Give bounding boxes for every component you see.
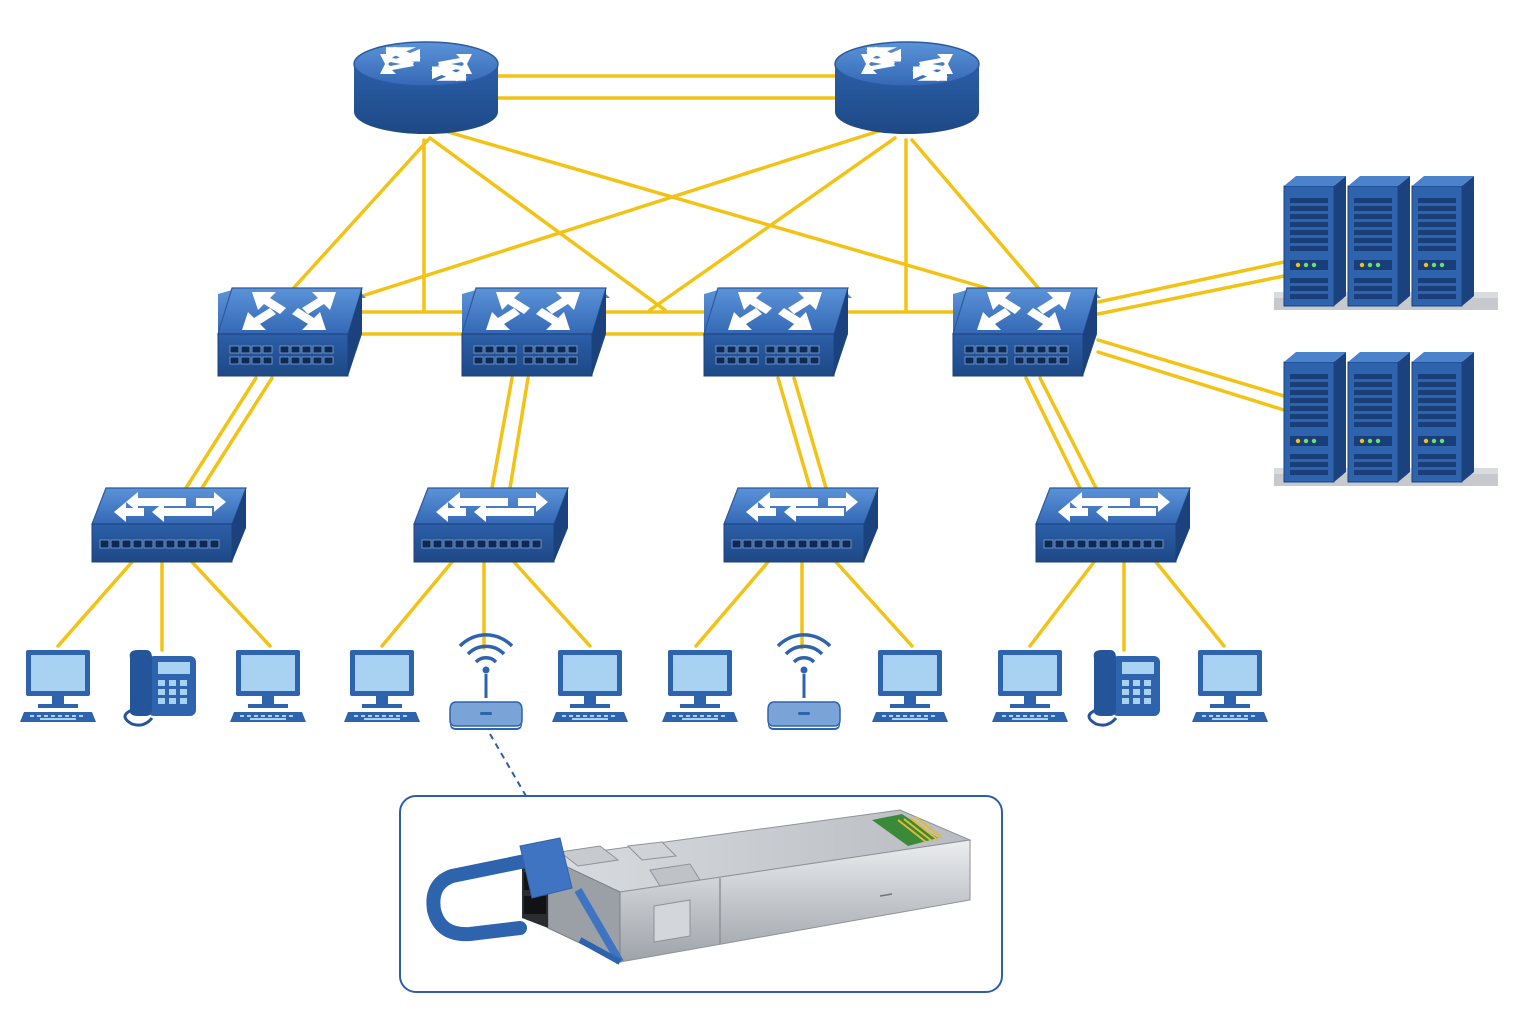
- server-rack-icon: [1274, 176, 1498, 310]
- multilayer-switch-icon: [215, 287, 376, 377]
- switch-icon: [723, 487, 879, 563]
- link-access-endpoint: [1154, 560, 1226, 648]
- server-rack-1[interactable]: [1274, 176, 1498, 310]
- callout-leader-line: [489, 733, 527, 797]
- link-access-endpoint: [190, 560, 272, 648]
- l3-switch-4[interactable]: [950, 287, 1111, 377]
- endpoint-pc-1[interactable]: [20, 650, 96, 722]
- endpoint-pc-8[interactable]: [1192, 650, 1268, 722]
- switch-icon: [1035, 487, 1191, 563]
- multilayer-switch-icon: [459, 287, 620, 377]
- endpoint-pc-6[interactable]: [872, 650, 948, 722]
- access-switch-4[interactable]: [1035, 487, 1191, 563]
- link-router-distribution: [360, 128, 884, 298]
- link-distribution-access: [508, 376, 530, 490]
- access-switch-2[interactable]: [413, 487, 569, 563]
- switch-icon: [91, 487, 247, 563]
- ip-phone-icon: [1087, 648, 1162, 727]
- link-access-endpoint: [1028, 560, 1096, 648]
- link-distribution-access: [1038, 376, 1098, 490]
- link-distribution-access: [792, 376, 828, 490]
- endpoint-pc-7[interactable]: [992, 650, 1068, 722]
- computer-icon: [1192, 650, 1268, 722]
- link-distribution-servers: [1096, 260, 1286, 304]
- link-distribution-access: [490, 376, 514, 490]
- link-router-distribution: [910, 138, 1042, 292]
- computer-icon: [230, 650, 306, 722]
- link-access-endpoint: [380, 560, 454, 648]
- ip-phone-icon: [123, 648, 198, 727]
- access-switch-3[interactable]: [723, 487, 879, 563]
- endpoint-ap-2[interactable]: [766, 633, 842, 732]
- computer-icon: [552, 650, 628, 722]
- computer-icon: [992, 650, 1068, 722]
- l3-switch-1[interactable]: [215, 287, 376, 377]
- endpoint-phone-2[interactable]: [1087, 648, 1162, 727]
- computer-icon: [344, 650, 420, 722]
- link-distribution-access: [1024, 376, 1082, 490]
- router-icon: [353, 41, 499, 135]
- link-access-endpoint: [834, 560, 914, 648]
- link-distribution-servers: [1096, 350, 1286, 412]
- link-router-distribution: [428, 136, 667, 312]
- link-access-endpoint: [512, 560, 592, 648]
- endpoint-pc-3[interactable]: [344, 650, 420, 722]
- wireless-access-point-icon: [766, 633, 842, 732]
- l3-switch-3[interactable]: [701, 287, 862, 377]
- sfp-transceiver-icon: [426, 809, 972, 965]
- endpoint-pc-2[interactable]: [230, 650, 306, 722]
- endpoint-pc-4[interactable]: [552, 650, 628, 722]
- access-switch-1[interactable]: [91, 487, 247, 563]
- link-distribution-access: [200, 376, 274, 490]
- link-router-distribution: [648, 136, 897, 312]
- l3-switch-2[interactable]: [459, 287, 620, 377]
- link-distribution-access: [184, 376, 258, 490]
- router-2[interactable]: [834, 41, 980, 135]
- computer-icon: [20, 650, 96, 722]
- server-rack-2[interactable]: [1274, 352, 1498, 486]
- sfp-transceiver-callout[interactable]: [399, 795, 1003, 993]
- link-router-distribution: [446, 130, 1002, 294]
- link-distribution-access: [776, 376, 812, 490]
- computer-icon: [872, 650, 948, 722]
- router-1[interactable]: [353, 41, 499, 135]
- router-icon: [834, 41, 980, 135]
- link-access-endpoint: [56, 560, 134, 648]
- switch-icon: [413, 487, 569, 563]
- link-router-distribution: [288, 138, 430, 294]
- server-rack-icon: [1274, 352, 1498, 486]
- link-distribution-servers: [1096, 274, 1286, 316]
- link-distribution-servers: [1096, 338, 1286, 398]
- multilayer-switch-icon: [701, 287, 862, 377]
- endpoint-phone-1[interactable]: [123, 648, 198, 727]
- wireless-access-point-icon: [448, 633, 524, 732]
- multilayer-switch-icon: [950, 287, 1111, 377]
- endpoint-ap-1[interactable]: [448, 633, 524, 732]
- computer-icon: [662, 650, 738, 722]
- endpoint-pc-5[interactable]: [662, 650, 738, 722]
- link-access-endpoint: [694, 560, 770, 648]
